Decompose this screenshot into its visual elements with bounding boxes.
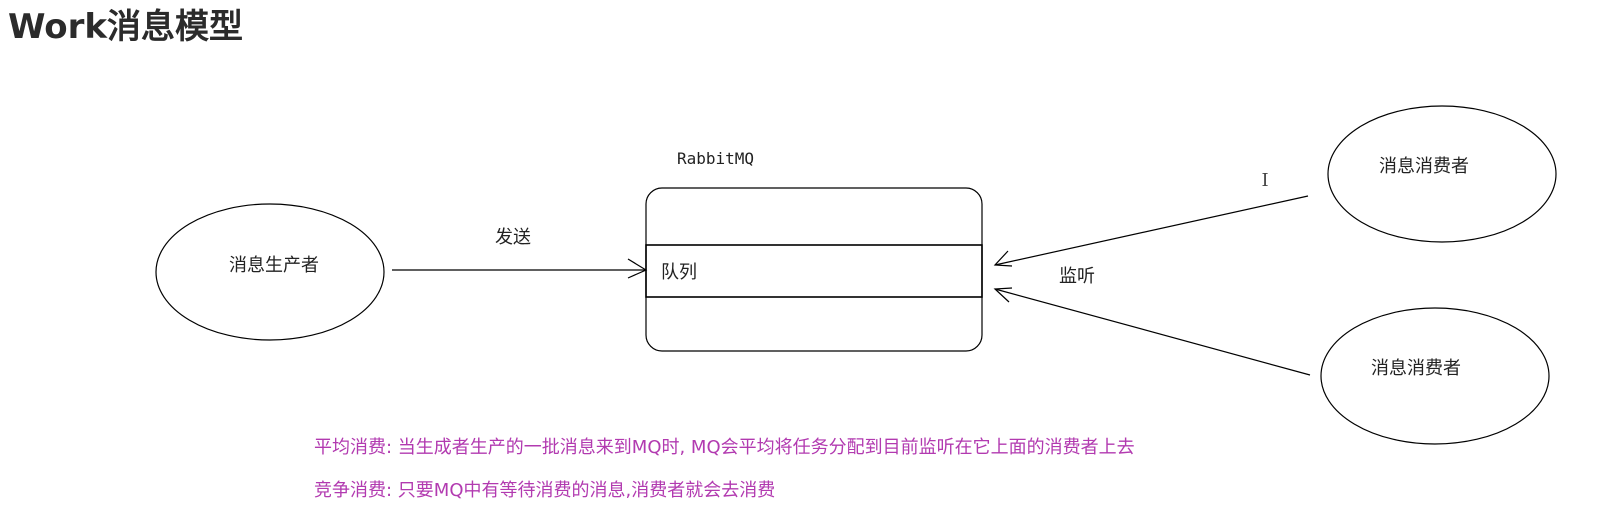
queue-box — [645, 244, 983, 298]
listen-arrow-1-head — [993, 250, 1013, 267]
page-title: Work消息模型 — [8, 7, 244, 47]
text-cursor-icon: I — [1261, 170, 1268, 191]
listen-arrow-1 — [993, 195, 1309, 267]
consumer-1-label: 消息消费者 — [1379, 156, 1469, 177]
send-label: 发送 — [495, 227, 531, 248]
listen-arrow-1-line — [994, 195, 1309, 266]
listen-label: 监听 — [1059, 266, 1095, 287]
consumer-1-ellipse — [1327, 105, 1557, 243]
listen-arrow-2-line — [994, 288, 1311, 376]
broker-label: RabbitMQ — [677, 149, 754, 168]
note-average-consumption: 平均消费: 当生成者生产的一批消息来到MQ时, MQ会平均将任务分配到目前监听在… — [314, 437, 1135, 458]
note-competitive-consumption: 竞争消费: 只要MQ中有等待消费的消息,消费者就会去消费 — [314, 480, 776, 501]
send-arrowhead — [627, 258, 648, 279]
consumer-2-label: 消息消费者 — [1371, 358, 1461, 379]
consumer-2-ellipse — [1320, 307, 1550, 445]
producer-ellipse — [155, 203, 385, 341]
producer-node: 消息生产者 — [155, 203, 385, 341]
listen-arrow-2 — [993, 287, 1311, 376]
producer-label: 消息生产者 — [229, 255, 319, 276]
send-arrow: 发送 — [392, 227, 648, 279]
listen-arrow-2-head — [993, 287, 1013, 303]
queue-label: 队列 — [661, 262, 697, 283]
consumer-node-2: 消息消费者 — [1320, 307, 1550, 445]
rabbitmq-broker: RabbitMQ 队列 — [645, 149, 983, 352]
consumer-node-1: 消息消费者 — [1327, 105, 1557, 243]
